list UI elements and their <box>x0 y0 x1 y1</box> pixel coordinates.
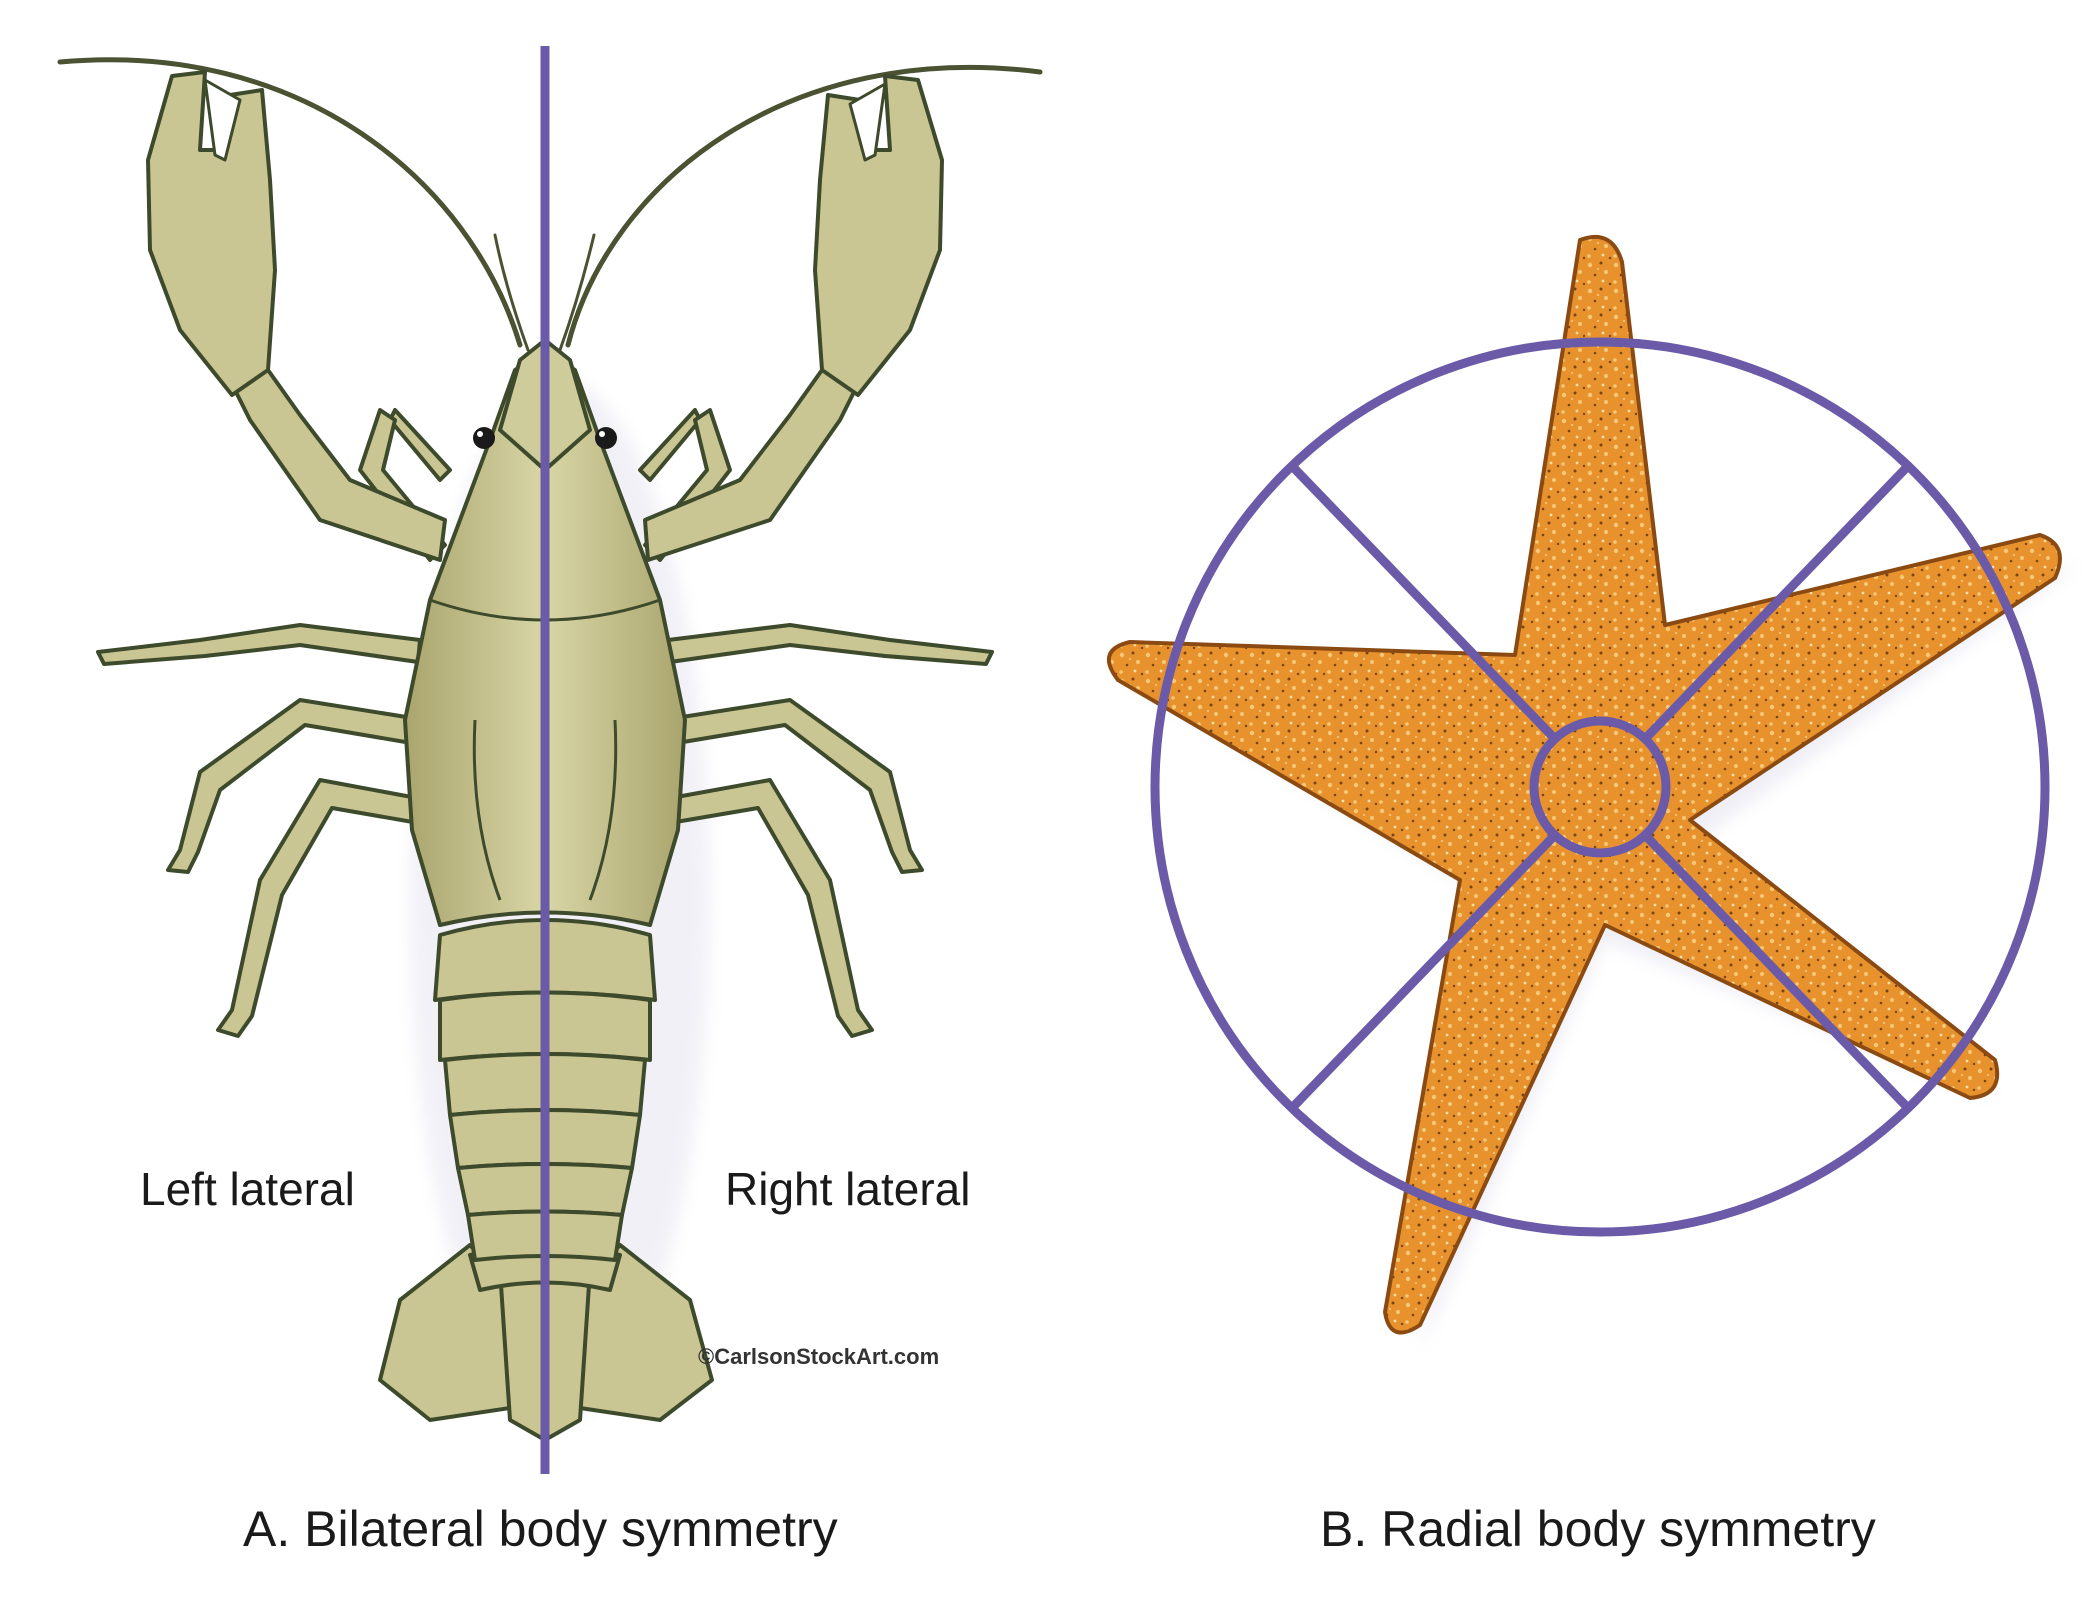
central-disc-circle <box>1529 716 1671 858</box>
right-claw <box>643 74 944 562</box>
left-lateral-label: Left lateral <box>140 1163 355 1215</box>
left-claw <box>146 70 447 562</box>
right-walking-legs <box>638 408 994 1038</box>
outer-symmetry-circle <box>1150 337 2050 1237</box>
antennae <box>57 57 1043 352</box>
caption-bilateral: A. Bilateral body symmetry <box>243 1501 838 1557</box>
left-eye-icon <box>473 427 495 449</box>
caption-radial: B. Radial body symmetry <box>1320 1501 1876 1557</box>
starfish-illustration <box>1106 234 2078 1351</box>
copyright-notice: ©CarlsonStockArt.com <box>698 1344 940 1369</box>
crayfish-illustration <box>57 46 1043 1474</box>
radial-symmetry-planes <box>1150 337 2050 1237</box>
right-eye-icon <box>595 427 617 449</box>
right-lateral-label: Right lateral <box>725 1163 971 1215</box>
starfish-body <box>1106 234 2062 1335</box>
